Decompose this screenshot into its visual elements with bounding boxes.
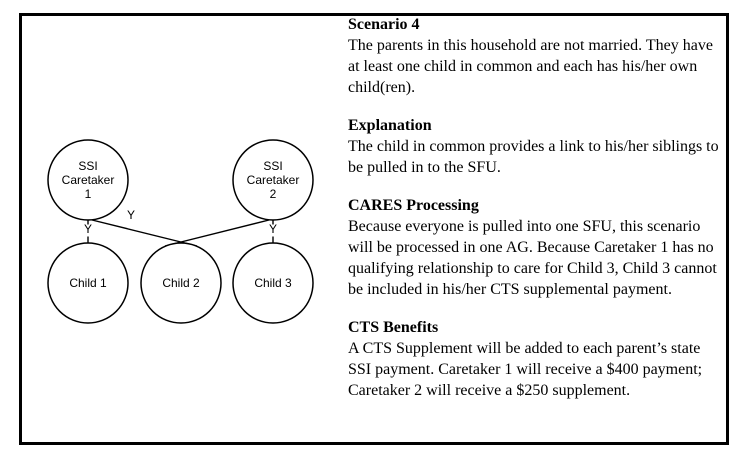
page-border xyxy=(19,13,729,445)
section-cares-processing: CARES Processing Because everyone is pul… xyxy=(348,195,723,300)
caretaker2-line3: 2 xyxy=(269,187,277,201)
node-child1-circle xyxy=(47,242,129,324)
edge-label-caretaker1-child2: Y xyxy=(126,208,135,222)
node-caretaker1-label: SSI Caretaker 1 xyxy=(43,159,133,201)
section-scenario-heading: Scenario 4 xyxy=(348,16,420,33)
node-child2-circle xyxy=(140,242,222,324)
caretaker1-line2: Caretaker xyxy=(61,173,115,187)
section-explanation-body: The child in common provides a link to h… xyxy=(348,138,719,176)
edge-caretaker2-child2 xyxy=(164,218,274,247)
section-cts-benefits: CTS Benefits A CTS Supplement will be ad… xyxy=(348,317,723,401)
caretaker1-line1: SSI xyxy=(78,159,98,173)
section-explanation-heading: Explanation xyxy=(348,117,432,134)
section-explanation: Explanation The child in common provides… xyxy=(348,115,723,178)
section-cts-benefits-heading: CTS Benefits xyxy=(348,319,439,336)
node-child2-label: Child 2 xyxy=(162,276,200,290)
text-column: Scenario 4 The parents in this household… xyxy=(348,14,723,401)
node-child3-circle xyxy=(232,242,314,324)
section-cares-processing-body: Because everyone is pulled into one SFU,… xyxy=(348,218,717,298)
node-caretaker2-label: SSI Caretaker 2 xyxy=(228,159,318,201)
edge-label-caretaker2-child3: Y xyxy=(268,222,277,236)
section-scenario-body: The parents in this household are not ma… xyxy=(348,37,713,96)
caretaker2-line1: SSI xyxy=(263,159,283,173)
node-caretaker2-circle xyxy=(232,139,314,221)
section-scenario: Scenario 4 The parents in this household… xyxy=(348,14,723,98)
edge-caretaker1-child2 xyxy=(87,218,198,247)
edge-label-caretaker1-child1: Y xyxy=(83,222,92,236)
section-cts-benefits-body: A CTS Supplement will be added to each p… xyxy=(348,340,703,399)
node-caretaker1-circle xyxy=(47,139,129,221)
caretaker2-line2: Caretaker xyxy=(246,173,300,187)
caretaker1-line3: 1 xyxy=(84,187,92,201)
node-child1-label: Child 1 xyxy=(69,276,107,290)
section-cares-processing-heading: CARES Processing xyxy=(348,197,479,214)
node-child3-label: Child 3 xyxy=(254,276,292,290)
